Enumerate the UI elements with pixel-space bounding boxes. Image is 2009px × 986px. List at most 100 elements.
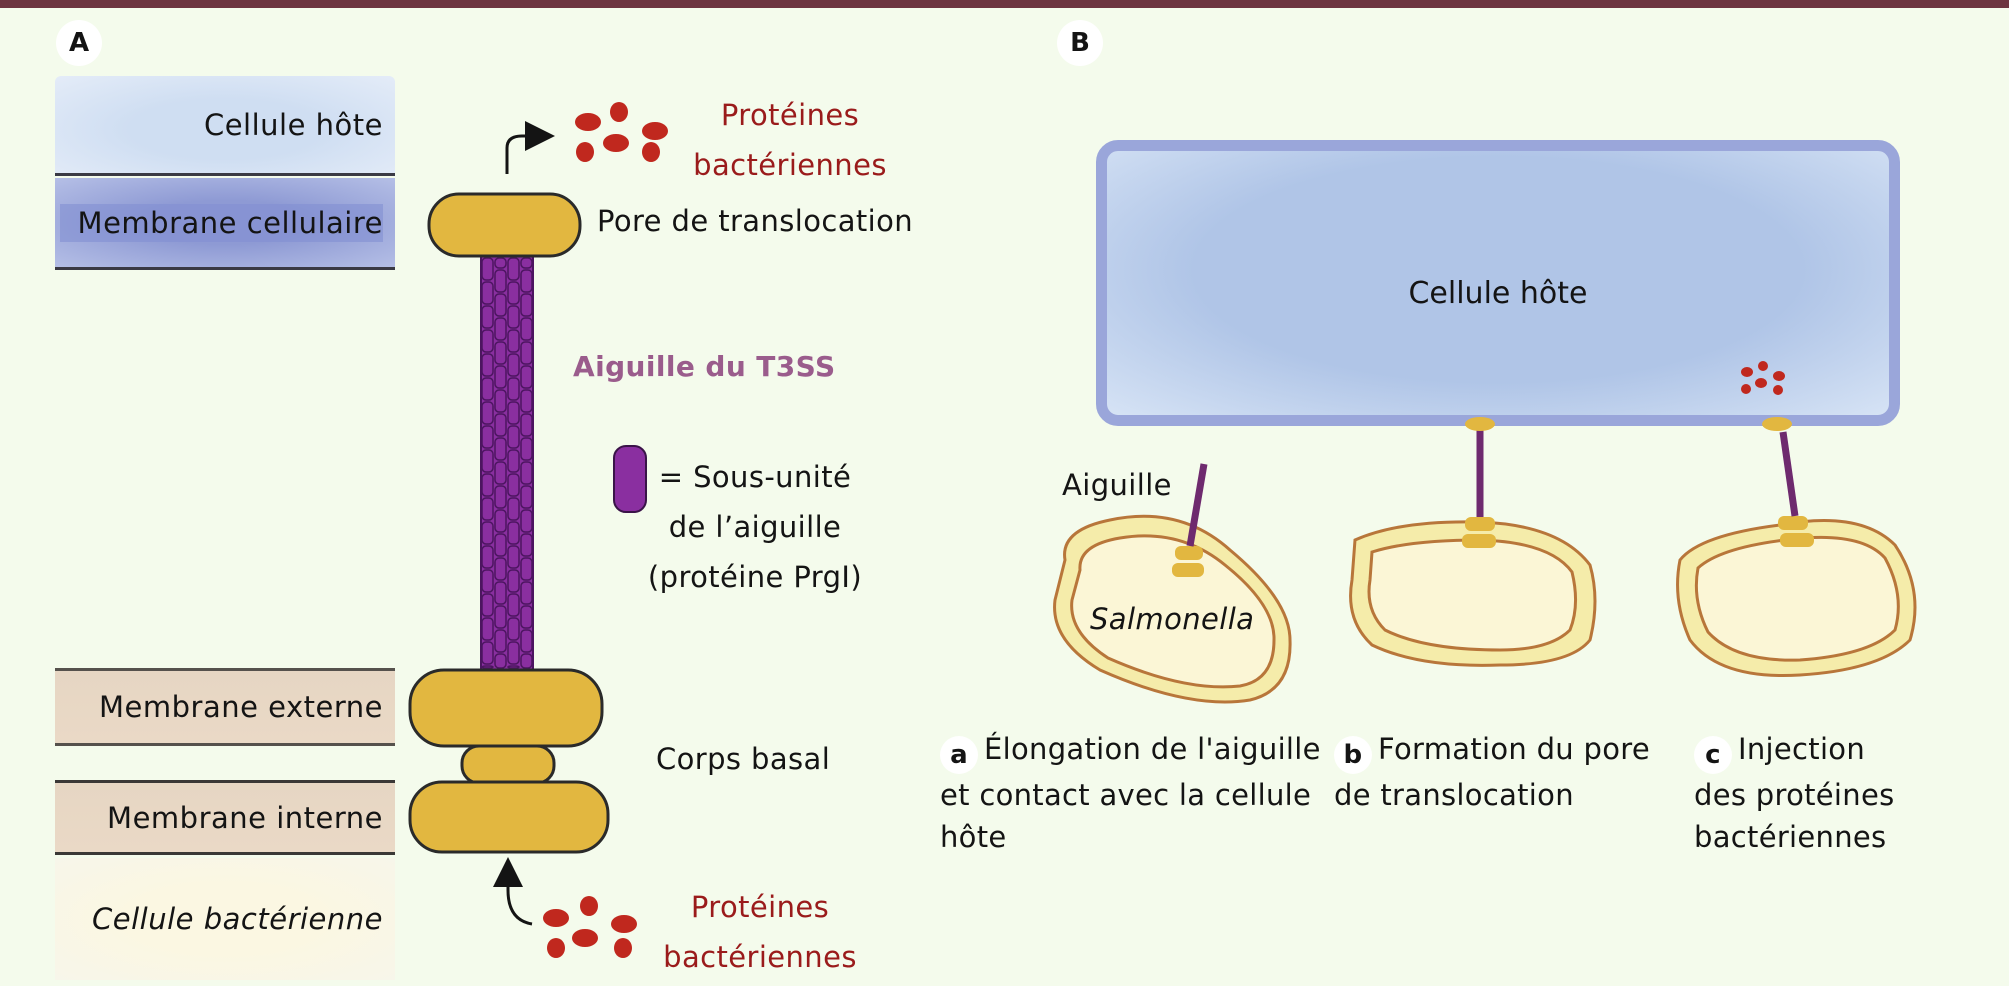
needle-subunit — [494, 341, 507, 365]
layer-cell-membrane: Membrane cellulaire — [55, 178, 395, 270]
needle-subunit — [507, 617, 520, 641]
needle-subunit — [494, 257, 507, 269]
step-b-line2: de translocation — [1334, 778, 1574, 812]
needle-subunit — [494, 461, 507, 485]
needle-subunit — [520, 437, 533, 461]
needle-subunit — [507, 281, 520, 305]
layer-inner-membrane: Membrane interne — [55, 780, 395, 855]
step-a-badge: a — [940, 736, 978, 774]
needle-label-b: Aiguille — [1062, 468, 1172, 502]
entry-arrow-bottom-icon — [493, 857, 533, 926]
step-c-badge: c — [1694, 736, 1732, 774]
needle-subunit — [494, 365, 507, 389]
legend-line1: = Sous-unité — [658, 460, 852, 494]
needle-subunit — [520, 317, 533, 341]
layer-bacterial-cell-label: Cellule bactérienne — [92, 902, 383, 936]
needle-subunit — [494, 437, 507, 461]
protein-cluster-bottom — [543, 896, 637, 958]
needle-subunit — [494, 605, 507, 629]
bacterium-step-c — [1676, 417, 1917, 678]
layer-outer-membrane-label: Membrane externe — [99, 690, 383, 724]
needle-subunit-legend-icon — [613, 445, 647, 513]
needle-subunit — [520, 461, 533, 485]
layer-host-cell: Cellule hôte — [55, 76, 395, 176]
needle-subunit — [481, 329, 494, 353]
needle-subunit — [494, 317, 507, 341]
bacterium-step-b — [1349, 417, 1597, 667]
needle-subunit — [507, 305, 520, 329]
step-a-line2: et contact avec la cellule — [940, 778, 1312, 812]
needle-subunit — [520, 365, 533, 389]
needle-subunit — [494, 485, 507, 509]
needle-subunit — [494, 581, 507, 605]
needle-subunit — [507, 329, 520, 353]
needle-subunit — [520, 629, 533, 653]
needle-subunit — [520, 653, 533, 669]
layer-outer-membrane: Membrane externe — [55, 668, 395, 746]
needle-subunit — [507, 257, 520, 281]
panel-a-badge: A — [56, 20, 102, 66]
needle-subunit — [494, 269, 507, 293]
needle-subunit — [520, 389, 533, 413]
needle-subunit — [520, 485, 533, 509]
legend-line2: de l’aiguille — [668, 510, 842, 544]
needle-subunit — [481, 569, 494, 593]
legend-line3: (protéine PrgI) — [647, 560, 863, 594]
needle-subunit — [481, 281, 494, 305]
needle-t3ss — [480, 254, 534, 672]
proteins-top-label: Protéines bactériennes — [690, 90, 890, 190]
needle-subunit — [494, 653, 507, 669]
host-cell: Cellule hôte — [1096, 140, 1900, 426]
needle-subunit — [481, 305, 494, 329]
panel-b-badge: B — [1057, 20, 1103, 66]
needle-title-label: Aiguille du T3SS — [573, 350, 836, 383]
layer-cell-membrane-label: Membrane cellulaire — [59, 203, 383, 242]
step-c-line1: Injection — [1738, 732, 1866, 766]
needle-subunit — [507, 521, 520, 545]
needle-subunit — [481, 449, 494, 473]
needle-subunit — [507, 449, 520, 473]
needle-subunit — [507, 377, 520, 401]
basal-body-bottom-ring — [408, 780, 610, 854]
needle-subunit — [481, 257, 494, 281]
salmonella-label: Salmonella — [1090, 602, 1255, 636]
needle-subunit — [520, 533, 533, 557]
needle-subunit — [481, 425, 494, 449]
needle-subunit — [494, 509, 507, 533]
proteins-top-line2: bactériennes — [693, 148, 887, 182]
needle-subunit — [520, 605, 533, 629]
needle-subunit — [507, 497, 520, 521]
needle-subunit — [494, 533, 507, 557]
step-a-line1: Élongation de l'aiguille — [984, 732, 1321, 766]
needle-subunit — [481, 521, 494, 545]
translocation-pore — [427, 192, 582, 258]
needle-subunit — [507, 569, 520, 593]
proteins-top-line1: Protéines — [720, 98, 860, 132]
translocation-pore-label: Pore de translocation — [597, 204, 914, 238]
needle-subunit — [494, 413, 507, 437]
needle-subunit — [507, 593, 520, 617]
proteins-bottom-line1: Protéines — [690, 890, 830, 924]
needle-subunit — [507, 425, 520, 449]
needle-subunit — [520, 509, 533, 533]
needle-subunit — [481, 377, 494, 401]
needle-subunit — [481, 665, 494, 669]
needle-subunit — [507, 473, 520, 497]
needle-subunit — [520, 413, 533, 437]
needle-subunit — [507, 545, 520, 569]
proteins-bottom-label: Protéines bactériennes — [660, 882, 860, 982]
injected-protein-cluster — [1741, 361, 1785, 395]
needle-subunit — [520, 293, 533, 317]
protein-cluster-top — [575, 102, 668, 162]
needle-subunit — [494, 293, 507, 317]
needle-subunit — [507, 665, 520, 669]
needle-subunit — [507, 353, 520, 377]
needle-subunit — [520, 341, 533, 365]
step-b-badge: b — [1334, 736, 1372, 774]
needle-subunit — [507, 401, 520, 425]
needle-subunit — [494, 389, 507, 413]
